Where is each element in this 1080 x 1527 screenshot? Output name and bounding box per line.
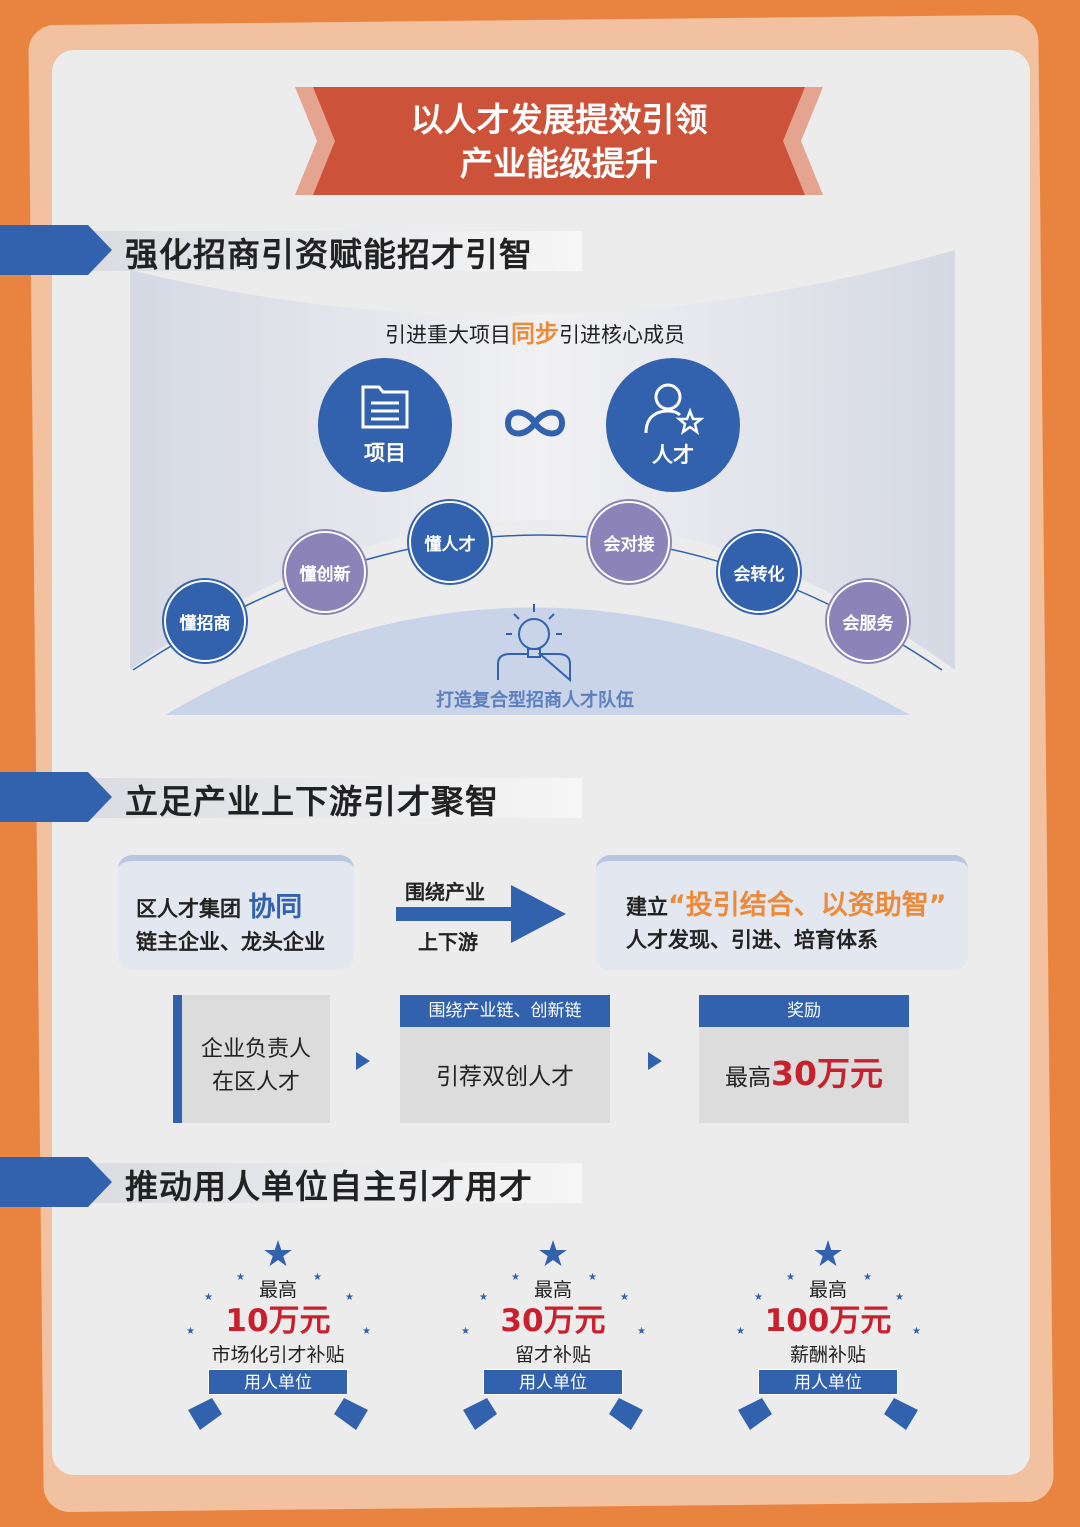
step-box-1: 企业负责人在区人才	[173, 995, 330, 1123]
arc-item: 懂招商	[164, 580, 246, 662]
folder-list-icon	[361, 385, 409, 429]
svg-text:★: ★	[186, 1326, 195, 1337]
svg-text:★: ★	[313, 1272, 322, 1283]
section-heading-1: 强化招商引资赋能招才引智	[0, 225, 582, 275]
project-circle: 项目	[318, 358, 452, 492]
page-title: 以人才发展提效引领产业能级提升	[410, 100, 708, 183]
star-icon: ★	[811, 1234, 845, 1275]
star-icon: ★	[261, 1234, 295, 1275]
ribbon-badge: 用人单位	[208, 1369, 348, 1395]
arrow-label-bottom: 上下游	[418, 930, 478, 954]
arc-item: 会对接	[588, 501, 670, 583]
title-banner	[295, 87, 823, 195]
arc-item: 懂创新	[284, 531, 366, 613]
award-decorations: ★ ★ ★ ★ ★ ★	[186, 1272, 921, 1430]
section-heading-3: 推动用人单位自主引才用才	[0, 1157, 582, 1207]
triangle-arrow-icon	[648, 1052, 662, 1070]
team-label: 打造复合型招商人才队伍	[436, 690, 634, 711]
ribbon-badge: 用人单位	[758, 1369, 898, 1395]
person-star-icon	[644, 383, 704, 435]
infinity-icon	[504, 409, 566, 437]
funnel-background	[130, 250, 955, 715]
lightbulb-person-icon	[497, 604, 571, 682]
arc-item: 会服务	[827, 580, 909, 662]
svg-text:★: ★	[345, 1292, 354, 1303]
arrow-label-top: 围绕产业	[405, 880, 485, 904]
section-heading-2: 立足产业上下游引才聚智	[0, 772, 582, 822]
star-icon: ★	[536, 1234, 570, 1275]
triangle-arrow-icon	[356, 1052, 370, 1070]
talent-circle: 人才	[606, 358, 740, 492]
svg-text:★: ★	[236, 1272, 245, 1283]
section1-tagline: 引进重大项目同步引进核心成员	[385, 320, 685, 348]
step-box-2: 围绕产业链、创新链 引荐双创人才	[400, 995, 610, 1123]
arc-item: 会转化	[718, 531, 800, 613]
step-box-3: 奖励 最高30万元	[699, 995, 909, 1123]
system-box: 建立“投引结合、以资助智” 人才发现、引进、培育体系	[596, 855, 968, 970]
ribbon-badge: 用人单位	[483, 1369, 623, 1395]
group-collab-box: 区人才集团 协同 链主企业、龙头企业	[118, 855, 354, 970]
svg-text:★: ★	[362, 1326, 371, 1337]
arc-item: 懂人才	[409, 501, 491, 583]
svg-text:★: ★	[204, 1292, 213, 1303]
right-arrow-icon	[396, 885, 566, 943]
